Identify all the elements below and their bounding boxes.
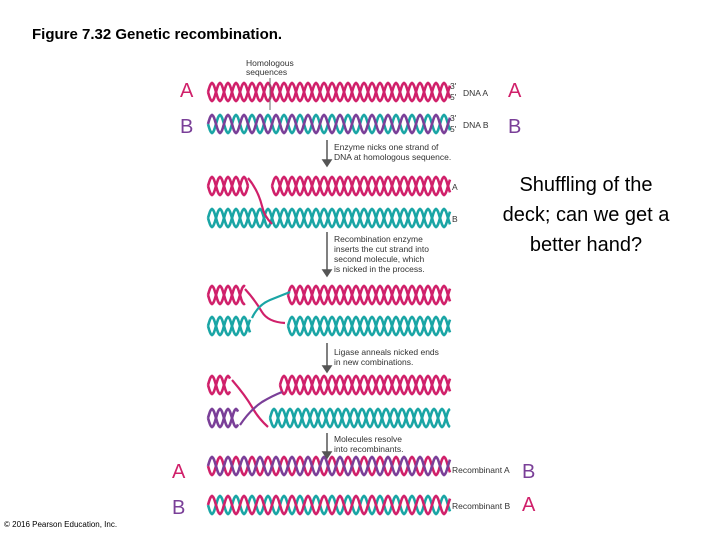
step2-caption-line: is nicked in the process. xyxy=(334,264,425,274)
step1-caption-line: DNA at homologous sequence. xyxy=(334,152,451,162)
copyright-notice: © 2016 Pearson Education, Inc. xyxy=(4,520,118,529)
step3-a-left xyxy=(206,374,232,396)
recombinant-a-label: Recombinant A xyxy=(452,465,510,475)
label-a-bottom-right: A xyxy=(522,494,536,516)
step4-caption-line: Molecules resolve xyxy=(334,434,402,444)
mid-a-label: A xyxy=(452,182,458,192)
three-prime-label-b: 3' xyxy=(450,113,457,123)
intact-b-helix xyxy=(206,207,452,229)
label-a-top-left: A xyxy=(180,80,194,102)
recombinant-b-label: Recombinant B xyxy=(452,501,510,511)
step3-b-right xyxy=(268,407,451,429)
step2-a-right xyxy=(286,284,452,306)
step3-b-left xyxy=(206,407,240,429)
recombinant-b-helix xyxy=(206,494,452,516)
ligated-strand-b xyxy=(239,390,283,426)
dna-b-helix xyxy=(206,113,452,135)
mid-b-label: B xyxy=(452,214,458,224)
step3-caption-line: in new combinations. xyxy=(334,357,413,367)
step2-b-left xyxy=(206,315,252,337)
step3-a-right xyxy=(278,374,452,396)
label-a-bottom-left: A xyxy=(172,461,186,483)
figure-title: Figure 7.32 Genetic recombination. xyxy=(32,26,283,43)
crossover-strands xyxy=(231,177,291,428)
step-arrows xyxy=(321,140,333,460)
side-note: Shuffling of the deck; can we get a bett… xyxy=(502,174,670,256)
ligated-strand-a xyxy=(231,379,269,428)
invading-strand-a xyxy=(244,288,286,325)
five-prime-label-a: 5' xyxy=(450,92,457,102)
step2-a-left xyxy=(206,284,246,306)
dna-a-label: DNA A xyxy=(463,88,488,98)
helix-layer xyxy=(206,81,452,516)
three-prime-label-a: 3' xyxy=(450,81,457,91)
nicked-a-left xyxy=(206,175,250,197)
label-b-bottom-right: B xyxy=(522,461,536,483)
recombinant-a-helix xyxy=(206,455,452,477)
homologous-label-line: Homologous xyxy=(246,58,294,68)
step2-caption-line: inserts the cut strand into xyxy=(334,244,429,254)
step4-caption-line: into recombinants. xyxy=(334,444,403,454)
label-b-bottom-left: B xyxy=(172,497,186,519)
dna-b-label: DNA B xyxy=(463,120,489,130)
step2-caption-line: second molecule, which xyxy=(334,254,425,264)
nicked-a-right xyxy=(270,175,452,197)
step2-caption-line: Recombination enzyme xyxy=(334,234,423,244)
label-b-top-right: B xyxy=(508,116,522,138)
five-prime-label-b: 5' xyxy=(450,124,457,134)
nicked-strand-a xyxy=(247,177,273,225)
dna-a-helix xyxy=(206,81,452,103)
homologous-label-line: sequences xyxy=(246,67,287,77)
step3-caption-line: Ligase anneals nicked ends xyxy=(334,347,439,357)
step1-caption-line: Enzyme nicks one strand of xyxy=(334,142,439,152)
label-a-top-right: A xyxy=(508,80,522,102)
invading-strand-b xyxy=(251,290,291,319)
label-b-top-left: B xyxy=(180,116,194,138)
step2-b-right xyxy=(286,315,452,337)
